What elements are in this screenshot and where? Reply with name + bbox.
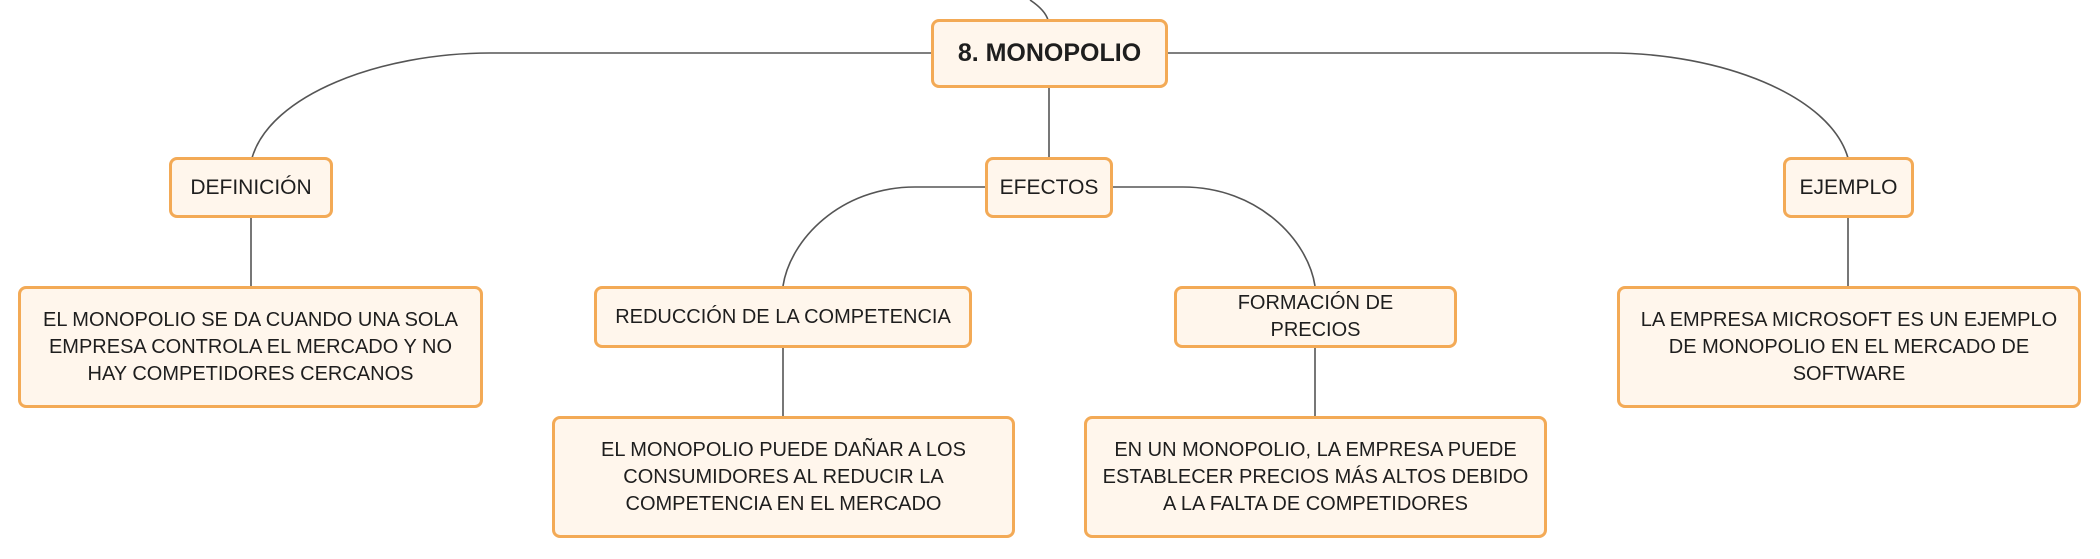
efectos-label: EFECTOS (999, 176, 1099, 199)
definicion-label: DEFINICIÓN (190, 176, 312, 199)
reduccion-detail-text: EL MONOPOLIO PUEDE DAÑAR A LOS CONSUMIDO… (601, 438, 966, 515)
definicion-node[interactable]: DEFINICIÓN (169, 157, 333, 218)
definicion-detail-text: EL MONOPOLIO SE DA CUANDO UNA SOLA EMPRE… (43, 308, 458, 385)
efectos-node[interactable]: EFECTOS (985, 157, 1113, 218)
connector-parent-root (1029, 0, 1049, 21)
precios-detail-text: EN UN MONOPOLIO, LA EMPRESA PUEDE ESTABL… (1102, 438, 1529, 515)
reduccion-node[interactable]: REDUCCIÓN DE LA COMPETENCIA (594, 286, 972, 348)
root-node[interactable]: 8. MONOPOLIO (931, 19, 1168, 88)
precios-node[interactable]: FORMACIÓN DE PRECIOS (1174, 286, 1457, 348)
connector-efectos-precios (1113, 186, 1316, 287)
reduccion-detail-node[interactable]: EL MONOPOLIO PUEDE DAÑAR A LOS CONSUMIDO… (552, 416, 1015, 538)
root-label: 8. MONOPOLIO (957, 39, 1142, 67)
precios-detail-node[interactable]: EN UN MONOPOLIO, LA EMPRESA PUEDE ESTABL… (1084, 416, 1547, 538)
ejemplo-detail-node[interactable]: LA EMPRESA MICROSOFT ES UN EJEMPLO DE MO… (1617, 286, 2081, 408)
definicion-detail-node[interactable]: EL MONOPOLIO SE DA CUANDO UNA SOLA EMPRE… (18, 286, 483, 408)
connector-root-ejemplo (1168, 52, 1849, 159)
ejemplo-node[interactable]: EJEMPLO (1783, 157, 1914, 218)
ejemplo-label: EJEMPLO (1799, 176, 1898, 199)
precios-label: FORMACIÓN DE PRECIOS (1237, 292, 1394, 341)
connector-efectos-reduccion (782, 186, 985, 287)
connector-root-definicion (251, 52, 931, 159)
reduccion-label: REDUCCIÓN DE LA COMPETENCIA (615, 305, 951, 328)
ejemplo-detail-text: LA EMPRESA MICROSOFT ES UN EJEMPLO DE MO… (1640, 308, 2058, 385)
